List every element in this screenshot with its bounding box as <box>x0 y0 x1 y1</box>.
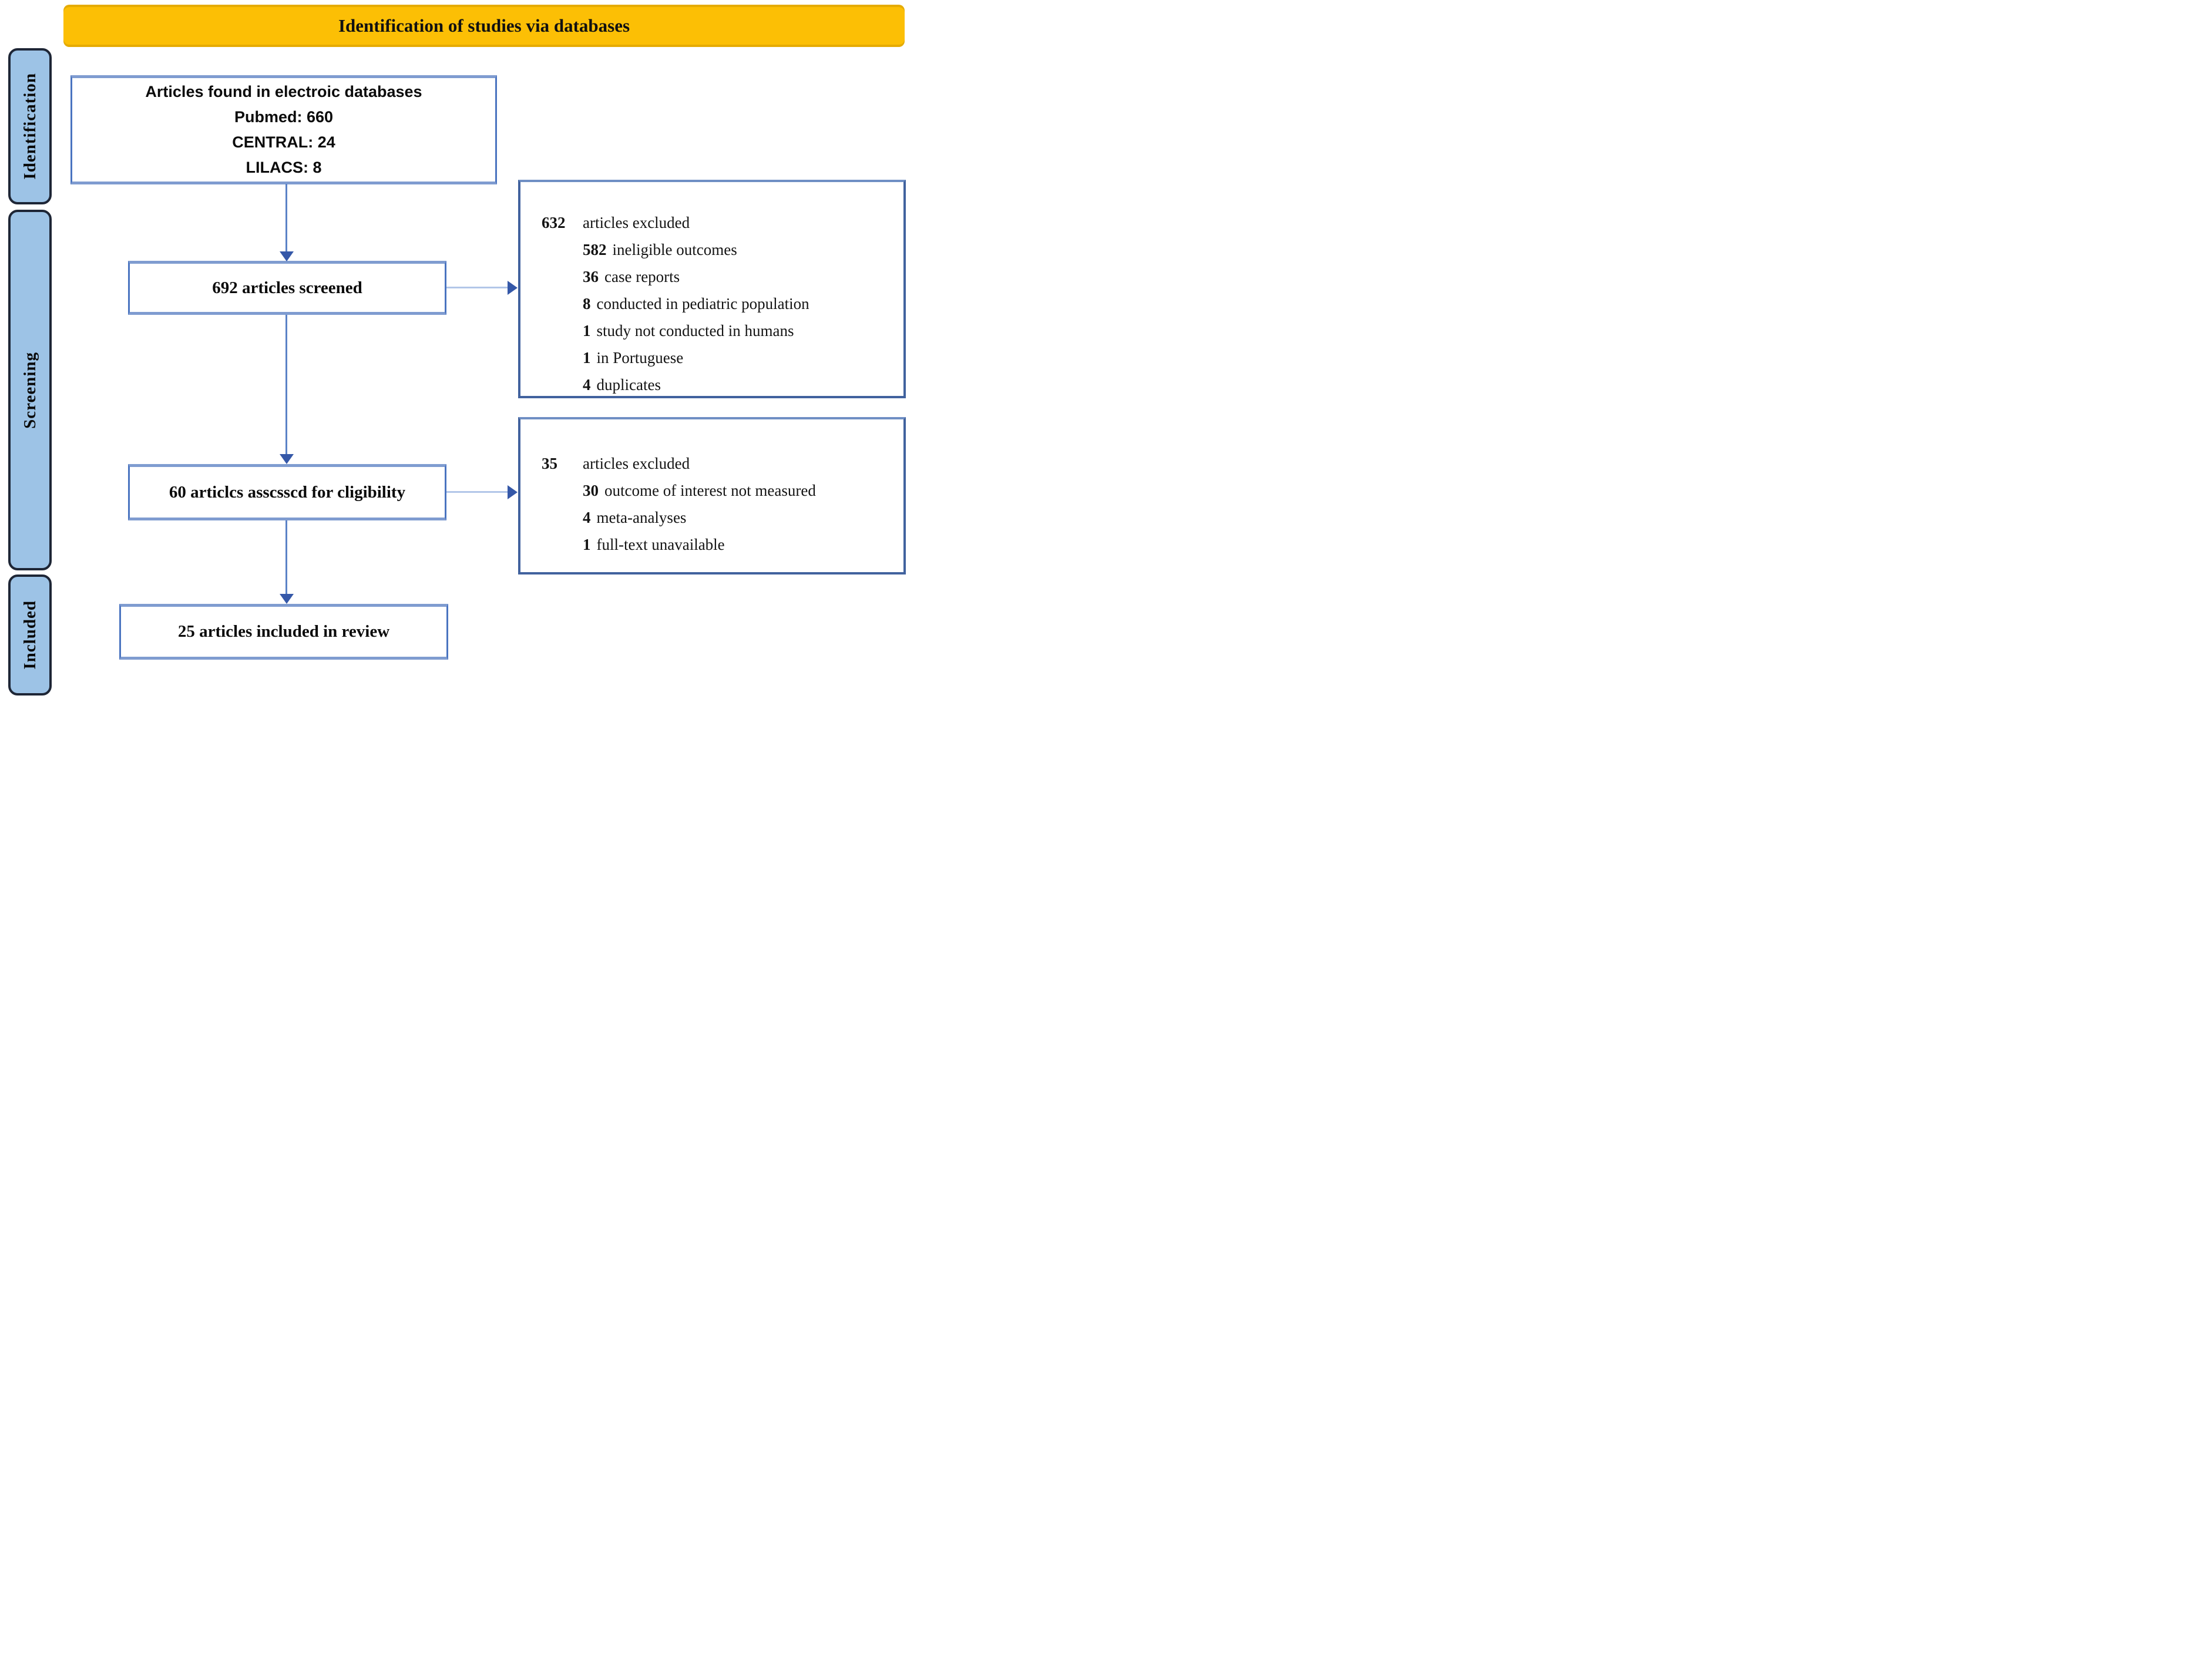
exclusion-label: articles excluded <box>583 214 690 231</box>
reason-count: 30 <box>583 482 599 499</box>
banner: Identification of studies via databases <box>63 5 905 47</box>
articles-included-box: 25 articles included in review <box>119 604 448 660</box>
found-box-line: Articles found in electroic databases <box>145 83 422 100</box>
stage-identification-label: Identification <box>20 73 39 180</box>
stage-included-label: Included <box>20 600 39 670</box>
exclusion-box-eligibility: 35 articles excluded 30 outcome of interes… <box>518 417 906 574</box>
reason-label: outcome of interest not measured <box>604 482 816 499</box>
reason-count: 582 <box>583 241 607 258</box>
exclusion-count: 35 <box>542 455 557 472</box>
arrow-right-icon <box>508 485 518 499</box>
reason-count: 4 <box>583 509 591 526</box>
included-box-label: 25 articles included in review <box>177 622 390 641</box>
screened-box-label: 692 articles screened <box>212 278 362 297</box>
reason-label: ineligible outcomes <box>612 241 737 258</box>
reason-count: 36 <box>583 268 599 285</box>
arrow-found-to-screened <box>285 184 287 253</box>
arrow-screened-to-exclusions <box>446 287 509 288</box>
banner-title: Identification of studies via databases <box>338 15 630 36</box>
arrow-right-icon <box>508 281 518 295</box>
stage-screening-label: Screening <box>20 351 39 429</box>
reason-label: full-text unavailable <box>596 536 725 553</box>
exclusion-reason: 30 outcome of interest not measured <box>520 477 903 504</box>
exclusion-header: 35 articles excluded <box>520 450 903 477</box>
reason-count: 4 <box>583 376 591 394</box>
assessed-box-label: 60 articlcs asscsscd for cligibility <box>169 482 406 502</box>
exclusion-reason: 4 meta-analyses <box>520 504 903 531</box>
reason-count: 1 <box>583 536 591 553</box>
found-box-line: CENTRAL: 24 <box>232 133 335 151</box>
exclusion-reason: 582 ineligible outcomes <box>520 236 903 263</box>
reason-label: case reports <box>604 268 680 285</box>
articles-screened-box: 692 articles screened <box>128 261 446 315</box>
arrow-assessed-to-included <box>285 520 287 595</box>
exclusion-reason: 1 in Portuguese <box>520 344 903 371</box>
exclusion-label: articles excluded <box>583 455 690 472</box>
arrow-down-icon <box>280 251 294 261</box>
reason-label: duplicates <box>596 376 661 394</box>
stage-screening: Screening <box>8 210 52 570</box>
reason-count: 8 <box>583 295 591 313</box>
reason-count: 1 <box>583 349 591 367</box>
arrow-screened-to-assessed <box>285 315 287 455</box>
exclusion-reason: 1 study not conducted in humans <box>520 317 903 344</box>
exclusion-reason: 4 duplicates <box>520 371 903 398</box>
prisma-flow-diagram: Identification of studies via databases … <box>0 0 911 700</box>
exclusion-reason: 1 full-text unavailable <box>520 531 903 558</box>
exclusion-header: 632 articles excluded <box>520 209 903 236</box>
reason-label: study not conducted in humans <box>596 322 794 340</box>
arrow-down-icon <box>280 594 294 604</box>
exclusion-box-screening: 632 articles excluded 582 ineligible outco… <box>518 180 906 398</box>
arrow-assessed-to-exclusions <box>446 491 509 493</box>
exclusion-reason: 36 case reports <box>520 263 903 290</box>
arrow-down-icon <box>280 454 294 464</box>
found-box-line: LILACS: 8 <box>246 159 322 176</box>
found-box-line: Pubmed: 660 <box>234 108 334 126</box>
reason-label: meta-analyses <box>596 509 687 526</box>
articles-found-box: Articles found in electroic databases Pu… <box>70 75 497 184</box>
exclusion-count: 632 <box>542 214 566 231</box>
stage-included: Included <box>8 574 52 695</box>
articles-assessed-box: 60 articlcs asscsscd for cligibility <box>128 464 446 520</box>
reason-label: conducted in pediatric population <box>596 295 809 313</box>
stage-identification: Identification <box>8 48 52 204</box>
reason-count: 1 <box>583 322 591 340</box>
exclusion-reason: 8 conducted in pediatric population <box>520 290 903 317</box>
reason-label: in Portuguese <box>596 349 684 367</box>
